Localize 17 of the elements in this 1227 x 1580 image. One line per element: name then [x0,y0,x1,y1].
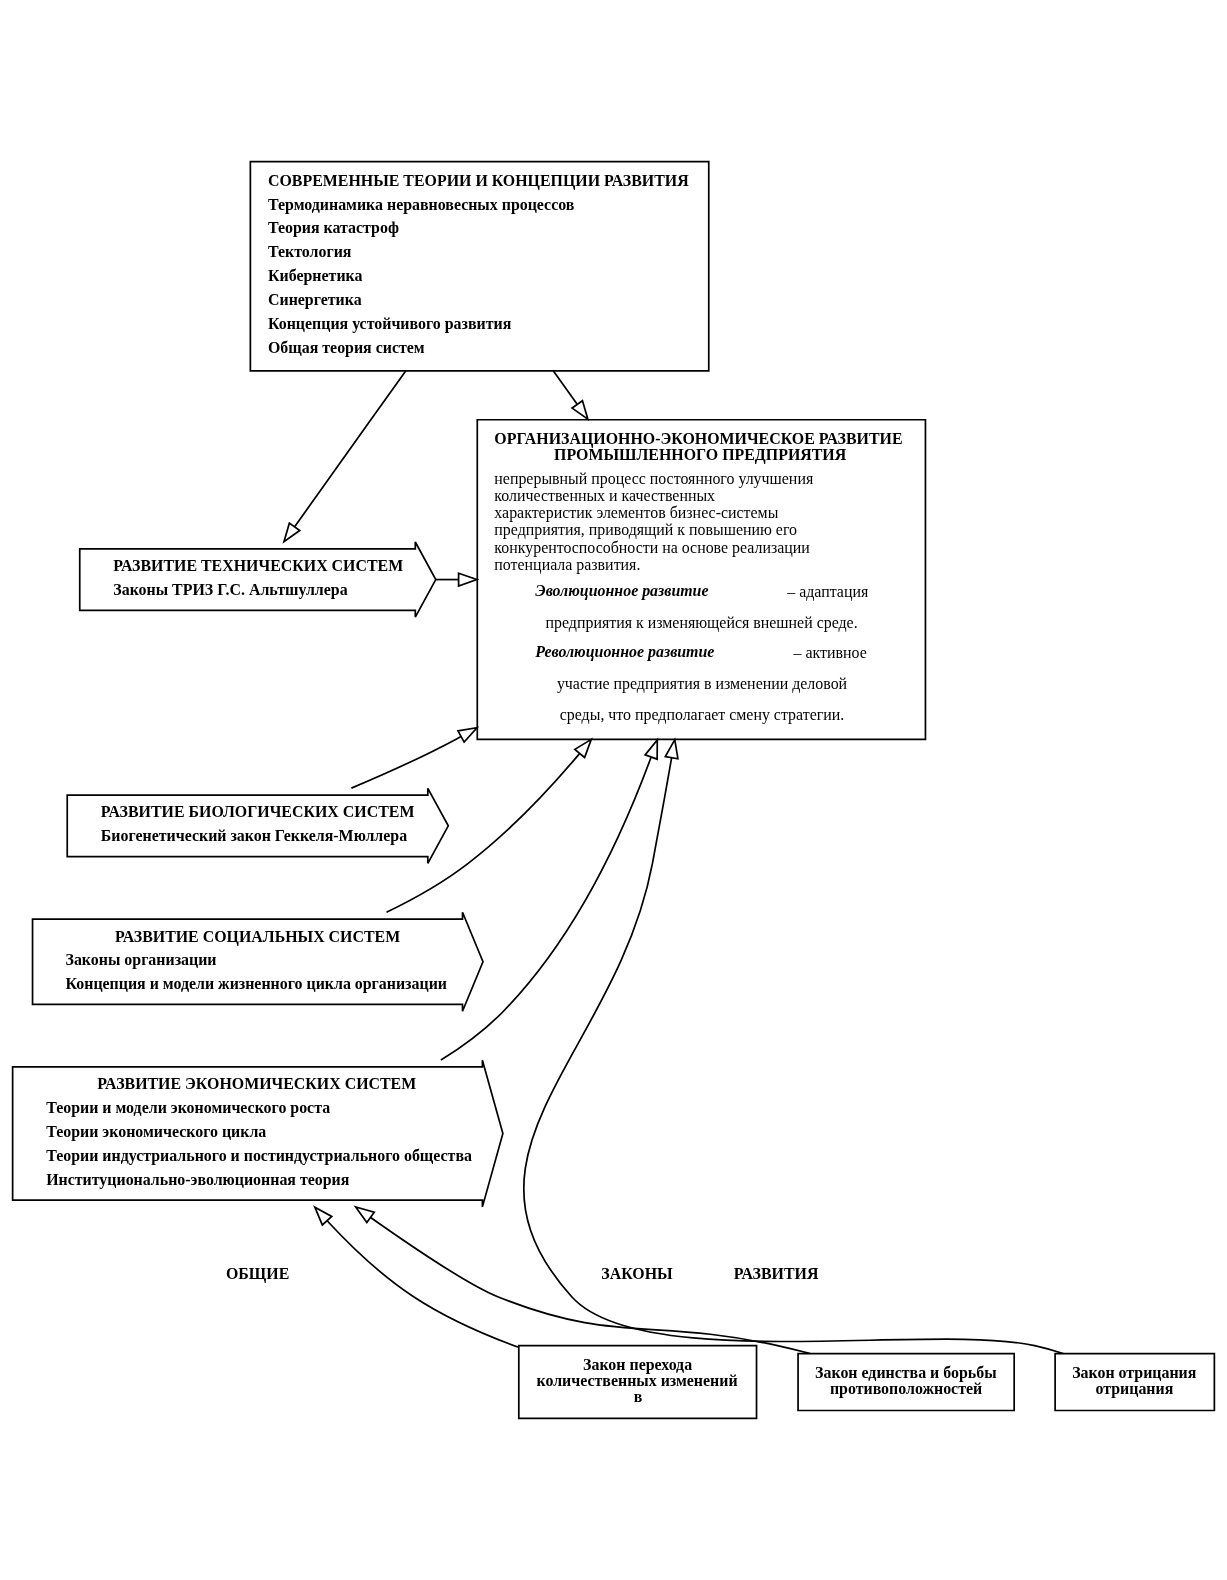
arrow [350,726,480,789]
arrow [385,737,593,914]
label: ЗАКОНЫ [601,1265,673,1283]
node-box: Закон отрицания отрицания [1054,1352,1216,1412]
arrow [313,1205,520,1349]
node-box: СОВРЕМЕННЫЕ ТЕОРИИ И КОНЦЕПЦИИ РАЗВИТИЯ Термодинамика неравновесных процессов Теория катастроф Тектология Кибернетика Синергетика Концепция устойчивого развития Общая теория систем [249,160,710,372]
arrow [434,572,480,588]
arrow [353,1205,812,1355]
arrow [282,370,407,544]
node-box: Закон единства и борьбы противоположностей [797,1352,1016,1412]
arrow [523,737,1064,1355]
node-box: ОРГАНИЗАЦИОННО-ЭКОНОМИЧЕСКОЕ РАЗВИТИЕ ПРОМЫШЛЕННОГО ПРЕДПРИЯТИЯ непрерывный процесс постоянного улучшения количественных и качественных характеристик элементов бизнес-системы предприятия, приводящий к повышению его конкурентоспособности на основе реализации потенциала развития. Эволюционное развитие – адаптация предприятия к изменяющейся внешней среде. Революционное развитие – активное участие предприятия в изменении деловой среды, что предполагает смену стратегии. [476,418,927,741]
arrow [440,737,659,1061]
arrow [552,370,590,422]
label: РАЗВИТИЯ [733,1265,819,1283]
label: ОБЩИЕ [225,1265,290,1283]
node-box: Закон перехода количественных изменений в [517,1344,758,1420]
